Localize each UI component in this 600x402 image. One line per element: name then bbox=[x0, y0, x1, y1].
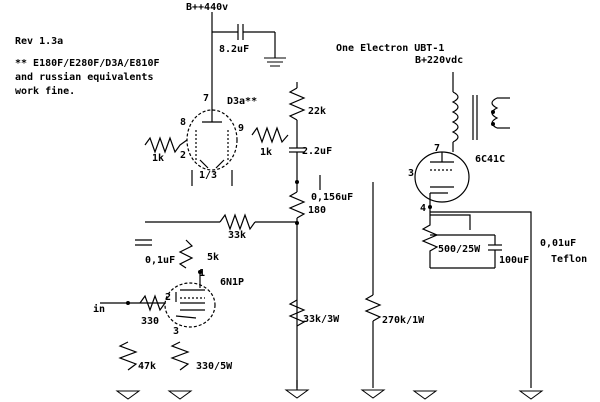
6c41c-tube-symbol bbox=[414, 151, 470, 207]
d3a-pin7-label: 7 bbox=[203, 93, 210, 104]
grid-stopper-label: 330 bbox=[141, 316, 160, 327]
film-cap-value2-label: 180 bbox=[308, 205, 327, 216]
d3a-grid-resistor-left bbox=[144, 136, 188, 154]
load-270k-label: 270k/1W bbox=[382, 315, 425, 326]
6c41c-name-label: 6C41C bbox=[475, 154, 506, 165]
d3a-pin9-label: 9 bbox=[238, 123, 245, 134]
cathode-resistor-330 bbox=[170, 341, 190, 371]
cathode-resistor-47k bbox=[118, 341, 138, 371]
bypass-type-label: Teflon bbox=[551, 254, 588, 265]
small-cap-symbol bbox=[135, 239, 152, 246]
feedback-network bbox=[145, 213, 297, 231]
d3a-pin8-label: 8 bbox=[180, 117, 187, 128]
6n1p-pin2-label: 2 bbox=[165, 292, 172, 303]
load-33k-label: 33k/3W bbox=[303, 314, 340, 325]
d3a-pin2-label: 2 bbox=[180, 150, 187, 161]
feedback-resistor-label: 33k bbox=[228, 230, 247, 241]
b-plus-rail bbox=[211, 12, 276, 95]
6n1p-pin1-label: 1 bbox=[199, 268, 206, 279]
cathode-network-symbol bbox=[421, 205, 532, 388]
small-cap-label: 0,1uF bbox=[145, 255, 176, 266]
rev-label: Rev 1.3a bbox=[15, 36, 64, 47]
cathode-cap-label: 100uF bbox=[499, 255, 530, 266]
coupling-cap-label: 2.2uF bbox=[302, 146, 333, 157]
6c41c-pin7-label: 7 bbox=[434, 143, 441, 154]
d3a-pin13-label: 1/3 bbox=[199, 170, 218, 181]
cathode-resistor-label: 500/25W bbox=[438, 244, 481, 255]
d3a-grid-left-resistor-label: 1k bbox=[152, 153, 165, 164]
tube-note-line3: work fine. bbox=[15, 86, 76, 97]
6n1p-pin3-label: 3 bbox=[173, 326, 180, 337]
6n1p-tube-symbol bbox=[164, 270, 216, 328]
pot-5k-symbol bbox=[178, 239, 194, 269]
pot-5k-label: 5k bbox=[207, 252, 220, 263]
d3a-grid-right-resistor-label: 1k bbox=[260, 147, 273, 158]
film-cap-label: 0,156uF bbox=[311, 192, 354, 203]
output-transformer-symbol bbox=[451, 72, 510, 152]
otl-b-plus-label: B+220vdc bbox=[415, 55, 464, 66]
ground-symbol-top bbox=[264, 57, 286, 67]
tube-note-line2: and russian equivalents bbox=[15, 72, 154, 83]
d3a-grid-resistor-right bbox=[251, 126, 289, 144]
plate-resistor-label: 22k bbox=[308, 106, 327, 117]
6c41c-pin4-label: 4 bbox=[420, 203, 427, 214]
bypass-cap-label: 0,01uF bbox=[540, 238, 577, 249]
6c41c-pin3-label: 3 bbox=[408, 168, 415, 179]
tube-note-line1: ** E180F/E280F/D3A/E810F bbox=[15, 58, 160, 69]
input-line bbox=[100, 294, 166, 312]
cathode-res-47k-label: 47k bbox=[138, 361, 157, 372]
decoupling-cap-label: 8.2uF bbox=[219, 44, 250, 55]
plate-chain bbox=[288, 82, 321, 388]
6n1p-name-label: 6N1P bbox=[220, 277, 245, 288]
b-plus-label: B++440v bbox=[186, 2, 229, 13]
transformer-title: One Electron UBT-1 bbox=[336, 43, 445, 54]
cathode-res-330-label: 330/5W bbox=[196, 361, 233, 372]
load-resistor-270k bbox=[364, 182, 382, 388]
ground-symbols-bottom bbox=[115, 380, 544, 400]
input-label: in bbox=[93, 304, 106, 315]
d3a-name-label: D3a** bbox=[227, 96, 258, 107]
load-resistor-33k bbox=[288, 299, 306, 327]
